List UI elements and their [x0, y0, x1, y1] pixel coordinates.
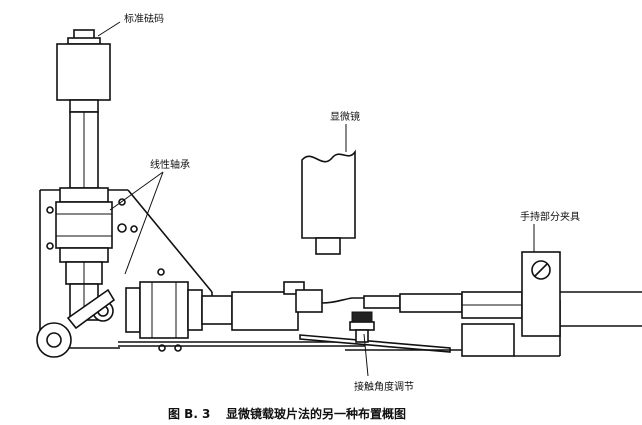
screw-icon — [157, 268, 165, 276]
label-standard-weight: 标准砝码 — [124, 12, 164, 25]
linear-bearing-horizontal — [125, 281, 203, 352]
screw-icon — [117, 223, 127, 233]
roller-assembly — [36, 283, 116, 358]
label-microscope: 显微镜 — [330, 110, 360, 123]
standard-weight — [56, 29, 111, 113]
microscope — [301, 149, 356, 255]
figure-title: 显微镜载玻片法的另一种布置概图 — [226, 406, 406, 421]
figure-number: 图 B. 3 — [168, 407, 210, 421]
label-linear-bearing: 线性轴承 — [150, 158, 190, 171]
vertical-shaft — [69, 111, 99, 189]
callout-lines — [97, 21, 535, 377]
label-handheld-clamp: 手持部分夹具 — [520, 210, 580, 223]
contact-angle-adjust-knob — [349, 311, 375, 343]
screw-icon — [130, 225, 138, 233]
handheld-clamp — [521, 251, 561, 337]
linear-bearing-vertical — [55, 187, 113, 285]
horizontal-arm — [201, 281, 642, 331]
base-rail — [118, 300, 561, 357]
label-contact-angle-adjust: 接触角度调节 — [354, 380, 414, 393]
